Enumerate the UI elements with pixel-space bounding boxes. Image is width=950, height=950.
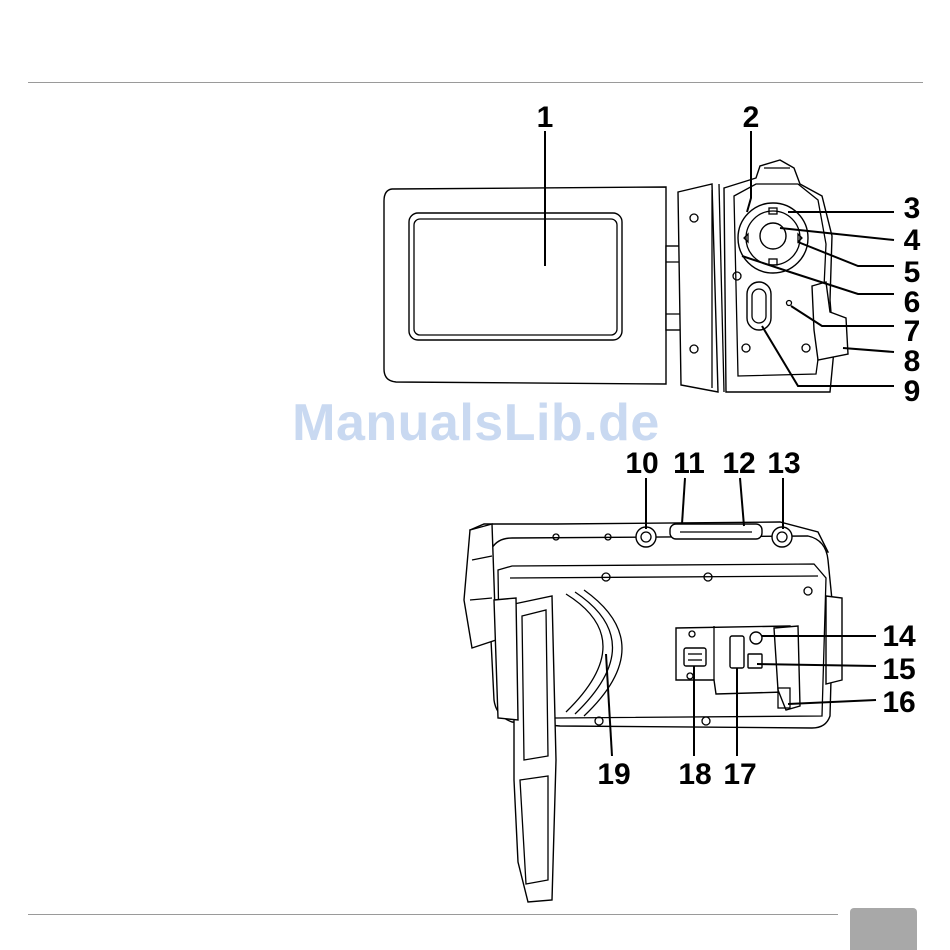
callout-16: 16 xyxy=(882,686,915,719)
page-number-tab xyxy=(850,908,917,950)
side-strap xyxy=(826,596,842,684)
callout-15: 15 xyxy=(882,653,915,686)
callout-11: 11 xyxy=(673,447,705,480)
lcd-screen xyxy=(409,213,622,340)
callout-12: 12 xyxy=(722,447,755,480)
callout-13: 13 xyxy=(767,447,800,480)
port-17 xyxy=(730,636,744,668)
callout-7: 7 xyxy=(904,315,921,348)
callout-3: 3 xyxy=(904,192,921,225)
lens-block xyxy=(464,524,496,648)
callout-14: 14 xyxy=(882,620,916,653)
callout-17: 17 xyxy=(723,758,756,791)
callout-2: 2 xyxy=(743,101,760,134)
callout-8: 8 xyxy=(904,345,921,378)
button-13 xyxy=(772,527,792,547)
ok-button xyxy=(760,223,786,249)
callout-10: 10 xyxy=(625,447,658,480)
port-15 xyxy=(748,654,762,668)
callout-5: 5 xyxy=(904,256,921,289)
port-18 xyxy=(684,648,706,666)
callout-18: 18 xyxy=(678,758,711,791)
callout-1: 1 xyxy=(537,101,554,134)
front-view-figure: 1 2 3 4 5 6 7 8 9 xyxy=(384,101,921,408)
footer-rule xyxy=(28,914,838,915)
port-14 xyxy=(750,632,762,644)
side-view-figure: 10 11 12 13 14 15 16 17 18 19 xyxy=(464,447,916,902)
callout-9: 9 xyxy=(904,375,921,408)
lcd-panel-open xyxy=(514,596,556,902)
callout-4: 4 xyxy=(904,224,921,257)
callout-19: 19 xyxy=(597,758,630,791)
button-10 xyxy=(636,527,656,547)
